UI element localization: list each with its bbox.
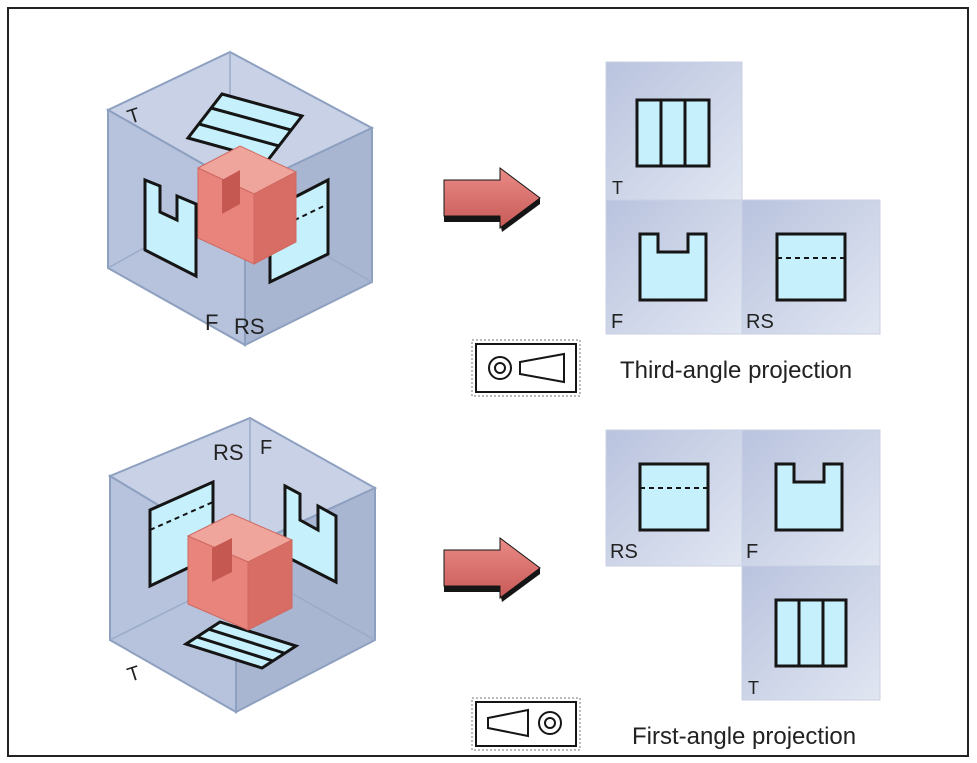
- right-side-view: [638, 462, 710, 532]
- cube-label-front: F: [260, 437, 272, 459]
- cube-label-right-side: RS: [234, 314, 265, 339]
- top-view-projection: [185, 92, 305, 162]
- first-angle-caption: First-angle projection: [632, 723, 856, 750]
- third-angle-symbol-icon: [471, 339, 581, 397]
- right-side-view: [775, 232, 847, 302]
- first-angle-symbol-icon: [471, 697, 581, 751]
- first-angle-glass-box: RS F T: [107, 416, 378, 714]
- top-view: [635, 98, 711, 168]
- arrow-right-icon: [443, 537, 541, 602]
- front-view: [638, 232, 708, 302]
- third-angle-caption: Third-angle projection: [620, 357, 852, 384]
- figure-border: [7, 7, 969, 757]
- third-angle-views: T F RS: [605, 61, 881, 335]
- cube-label-top: T: [125, 662, 143, 687]
- front-view-projection: [143, 177, 198, 279]
- object-block: [196, 145, 298, 265]
- view-label-top: T: [612, 178, 623, 198]
- object-block: [186, 513, 294, 631]
- view-label-front: F: [611, 311, 623, 333]
- view-label-right-side: RS: [746, 311, 774, 333]
- view-label-front: F: [746, 541, 758, 563]
- cube-label-right-side: RS: [213, 440, 244, 465]
- first-angle-views: RS F T: [605, 429, 881, 701]
- cube-label-front: F: [205, 310, 218, 335]
- top-view-projection: [182, 620, 300, 670]
- view-label-right-side: RS: [610, 541, 638, 563]
- arrow-right-icon: [443, 167, 541, 232]
- front-view: [774, 462, 844, 532]
- front-view-projection: [283, 483, 338, 585]
- view-label-top: T: [748, 678, 759, 698]
- top-view: [774, 598, 848, 668]
- third-angle-glass-box: T F RS: [105, 50, 375, 347]
